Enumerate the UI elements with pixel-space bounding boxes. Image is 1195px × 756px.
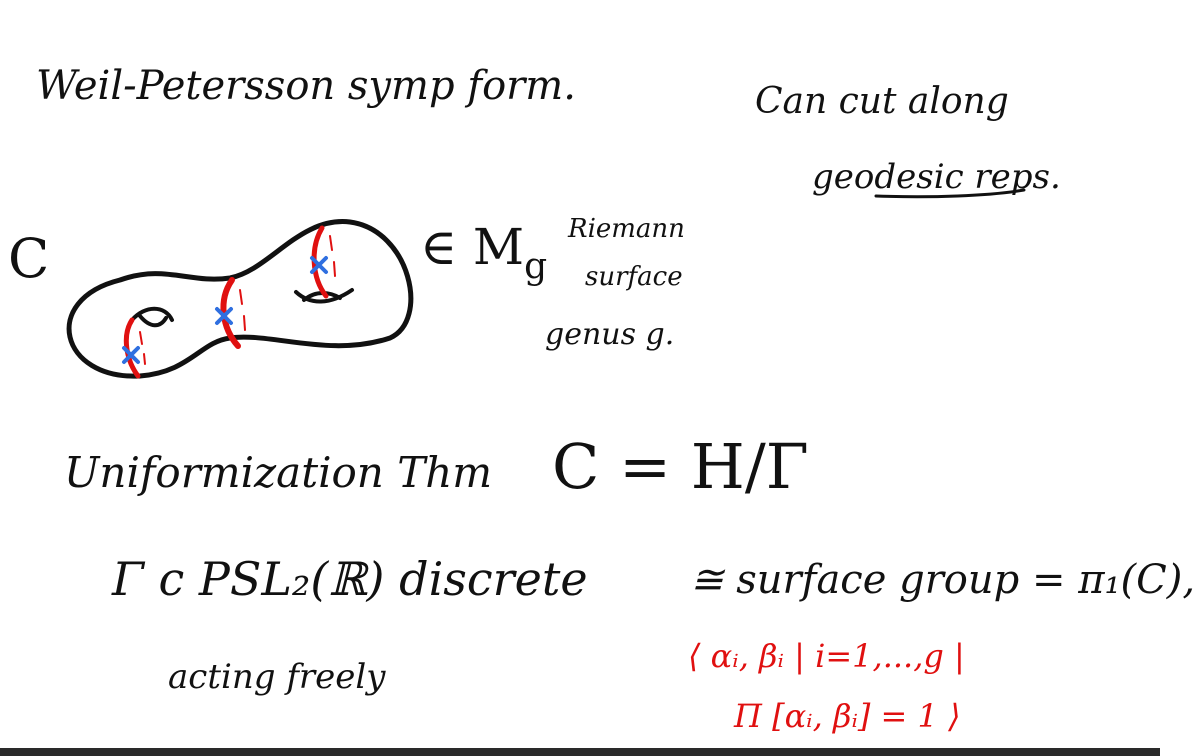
gamma-subgroup-line: Γ c PSL₂(ℝ) discrete bbox=[112, 552, 588, 606]
curve-label-c: C bbox=[8, 227, 50, 290]
geodesic-underline bbox=[874, 188, 1026, 199]
riemann-label-line2: surface bbox=[585, 262, 683, 292]
riemann-label-line3: genus g. bbox=[545, 317, 675, 352]
red-dashed-middle bbox=[239, 289, 246, 331]
moduli-space-label: ∈ Mg bbox=[420, 222, 547, 285]
side-note-line1: Can cut along bbox=[755, 81, 1009, 122]
surface-group-line: ≅ surface group = π₁(C), bbox=[690, 557, 1195, 603]
presentation-line2: Π [αᵢ, βᵢ] = 1 ⟩ bbox=[734, 697, 961, 735]
riemann-label-line1: Riemann bbox=[568, 214, 685, 244]
uniformization-equation: C = H/Γ bbox=[552, 430, 809, 503]
bottom-bar bbox=[0, 748, 1160, 756]
blue-base-point-3 bbox=[310, 256, 328, 274]
red-cut-left bbox=[123, 317, 141, 379]
moduli-subscript: g bbox=[524, 246, 548, 287]
title-weil-petersson: Weil-Petersson symp form. bbox=[36, 63, 576, 109]
side-note-line2: geodesic reps. bbox=[812, 157, 1061, 197]
genus-two-surface-sketch bbox=[66, 188, 1026, 379]
notes-page: Weil-Petersson symp form. Can cut along … bbox=[0, 63, 1195, 756]
blue-base-point-2 bbox=[215, 307, 233, 325]
red-dashed-left bbox=[139, 331, 146, 365]
surface-outline bbox=[66, 219, 414, 379]
uniformization-label: Uniformization Thm bbox=[64, 448, 493, 497]
acting-freely-label: acting freely bbox=[168, 657, 386, 697]
left-handle bbox=[130, 306, 174, 328]
presentation-line1: ⟨ αᵢ, βᵢ | i=1,...,g | bbox=[688, 637, 965, 675]
blue-base-point-1 bbox=[122, 346, 140, 364]
red-dashed-right bbox=[329, 235, 336, 277]
moduli-symbol: ∈ M bbox=[420, 218, 525, 276]
